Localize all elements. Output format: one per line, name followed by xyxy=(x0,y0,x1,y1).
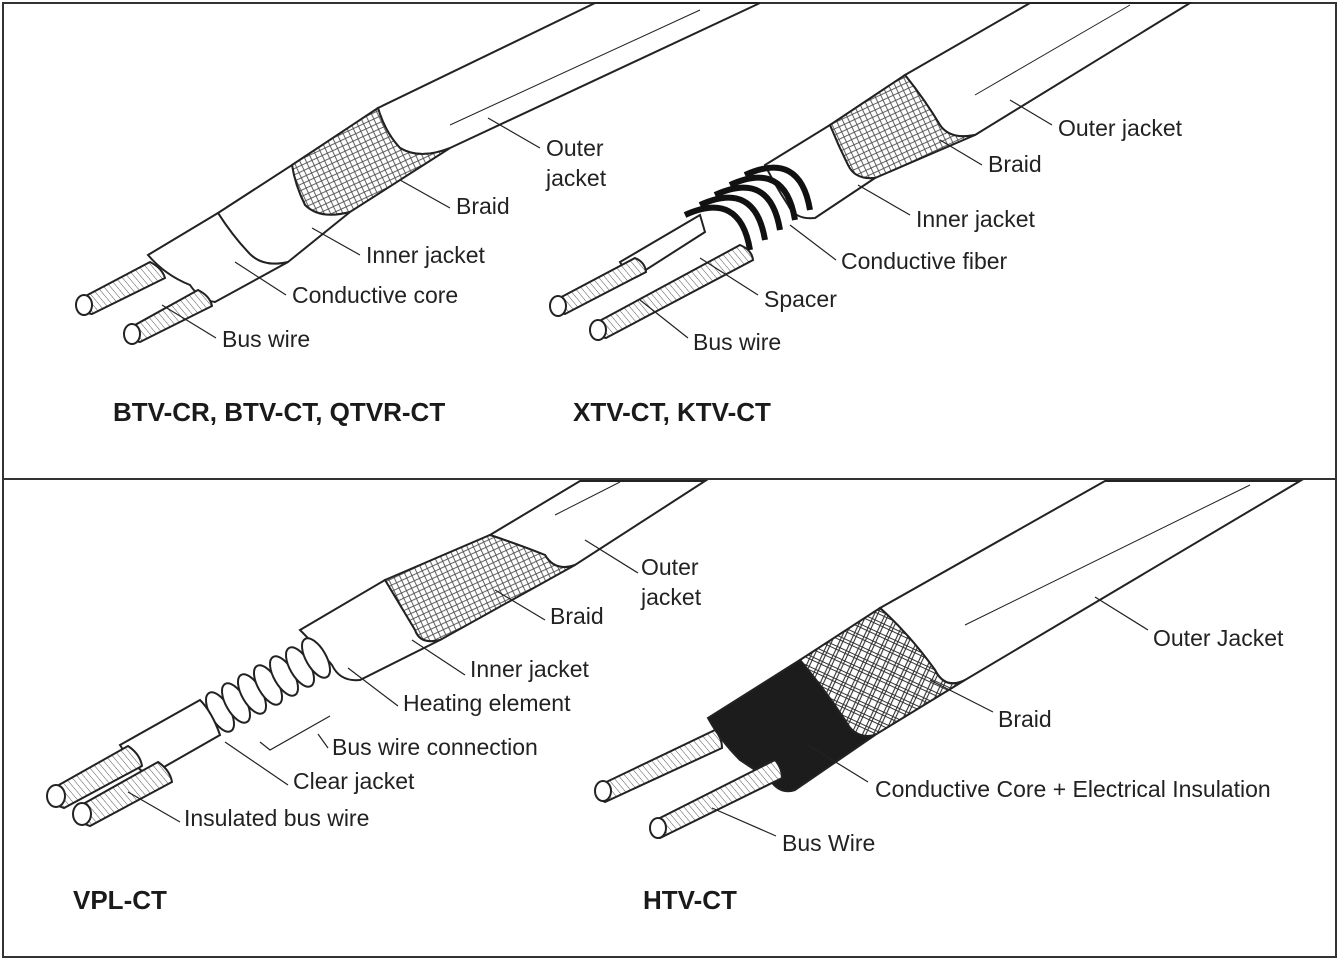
btv-label-outer: Outer xyxy=(546,135,604,161)
btv-label-jacket: jacket xyxy=(545,165,607,191)
vpl-label-heating-element: Heating element xyxy=(403,690,571,716)
btv-label-inner-jacket: Inner jacket xyxy=(366,242,486,268)
vpl-panel-title: VPL-CT xyxy=(73,885,167,915)
cable-htv-illustration xyxy=(594,480,1304,840)
xtv-panel-title: XTV-CT, KTV-CT xyxy=(573,397,771,427)
btv-leader-lines xyxy=(161,117,541,339)
xtv-label-inner-jacket: Inner jacket xyxy=(916,206,1036,232)
btv-label-braid: Braid xyxy=(456,193,510,219)
htv-leader-lines xyxy=(711,596,1149,837)
htv-label-outer-jacket: Outer Jacket xyxy=(1153,625,1284,651)
vpl-label-bus-wire-connection: Bus wire connection xyxy=(332,734,538,760)
vpl-leader-lines xyxy=(127,539,639,823)
cable-xtv-illustration xyxy=(549,2,1194,341)
vpl-label-clear-jacket: Clear jacket xyxy=(293,768,415,794)
cable-vpl-illustration xyxy=(46,480,709,828)
xtv-label-braid: Braid xyxy=(988,151,1042,177)
btv-label-conductive-core: Conductive core xyxy=(292,282,458,308)
htv-label-bus-wire: Bus Wire xyxy=(782,830,875,856)
htv-label-conductive-core-insulation: Conductive Core + Electrical Insulation xyxy=(875,776,1271,802)
xtv-label-spacer: Spacer xyxy=(764,286,837,312)
vpl-label-inner-jacket: Inner jacket xyxy=(470,656,590,682)
vpl-label-jacket: jacket xyxy=(640,584,702,610)
btv-panel-title: BTV-CR, BTV-CT, QTVR-CT xyxy=(113,397,445,427)
cable-btv-illustration xyxy=(75,2,761,345)
htv-panel-title: HTV-CT xyxy=(643,885,737,915)
xtv-label-conductive-fiber: Conductive fiber xyxy=(841,248,1008,274)
htv-label-braid: Braid xyxy=(998,706,1052,732)
vpl-label-outer: Outer xyxy=(641,554,699,580)
xtv-leader-lines xyxy=(639,99,1053,339)
xtv-label-outer-jacket: Outer jacket xyxy=(1058,115,1183,141)
btv-label-bus-wire: Bus wire xyxy=(222,326,310,352)
vpl-label-braid: Braid xyxy=(550,603,604,629)
xtv-label-bus-wire: Bus wire xyxy=(693,329,781,355)
vpl-label-insulated-bus-wire: Insulated bus wire xyxy=(184,805,369,831)
